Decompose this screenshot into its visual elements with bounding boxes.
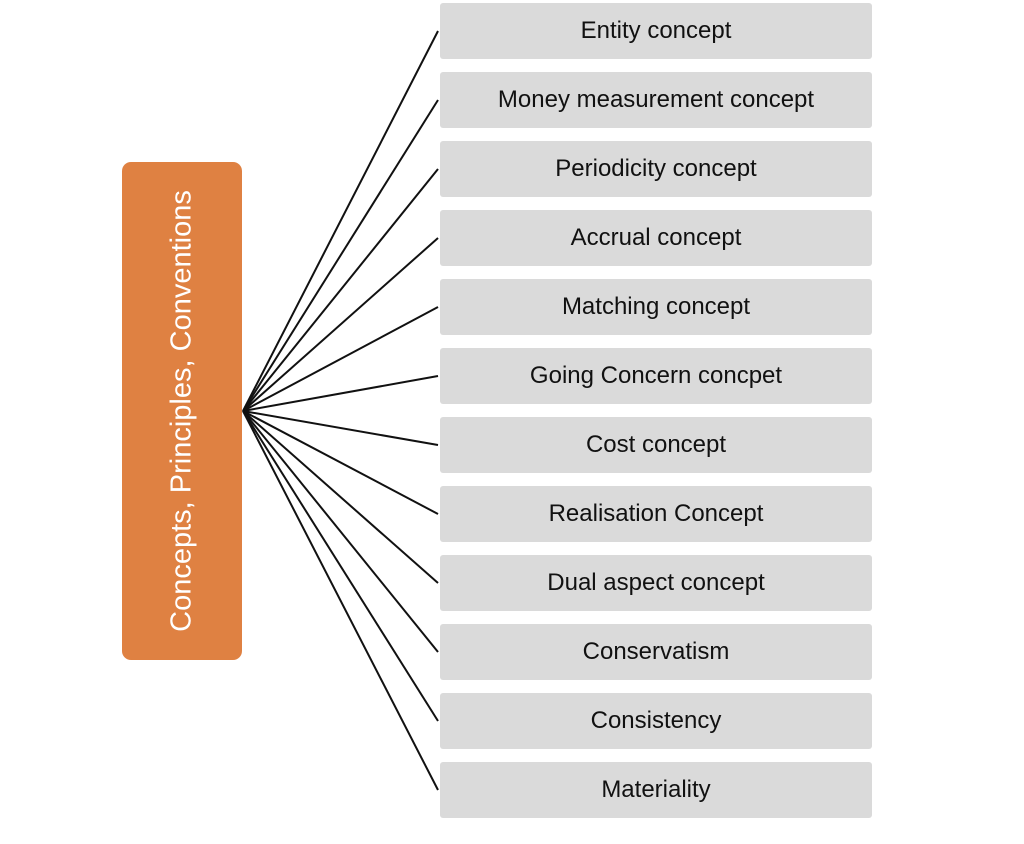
hub-label: Concepts, Principles, Conventions	[165, 190, 198, 632]
concept-item-money-measurement: Money measurement concept	[440, 72, 872, 128]
concept-item-cost: Cost concept	[440, 417, 872, 473]
concept-label: Accrual concept	[570, 224, 742, 251]
hub-box: Concepts, Principles, Conventions	[122, 162, 242, 660]
connector-line-realisation	[242, 410, 439, 515]
concept-label: Dual aspect concept	[547, 569, 765, 596]
connector-line-materiality	[242, 410, 439, 791]
connector-line-entity	[242, 30, 439, 412]
connector-line-conservatism	[242, 410, 439, 653]
concept-item-accrual: Accrual concept	[440, 210, 872, 266]
concept-item-going-concern: Going Concern concpet	[440, 348, 872, 404]
concept-label: Entity concept	[580, 17, 732, 44]
connector-line-consistency	[242, 410, 439, 722]
concept-label: Materiality	[601, 776, 711, 803]
concept-item-matching: Matching concept	[440, 279, 872, 335]
concept-item-dual-aspect: Dual aspect concept	[440, 555, 872, 611]
concept-label: Going Concern concpet	[529, 362, 783, 389]
connector-line-money-measurement	[242, 99, 439, 412]
concept-item-consistency: Consistency	[440, 693, 872, 749]
connector-line-matching	[242, 306, 439, 412]
concept-item-realisation: Realisation Concept	[440, 486, 872, 542]
connector-line-going-concern	[242, 375, 439, 412]
concept-label: Cost concept	[585, 431, 727, 458]
concept-label: Consistency	[590, 707, 722, 734]
concept-label: Money measurement concept	[497, 86, 815, 113]
connector-line-cost	[242, 410, 439, 446]
concept-label: Matching concept	[561, 293, 751, 320]
concept-item-materiality: Materiality	[440, 762, 872, 818]
concept-label: Realisation Concept	[548, 500, 764, 527]
connector-line-accrual	[242, 237, 439, 412]
connector-line-dual-aspect	[242, 410, 439, 584]
concept-item-entity: Entity concept	[440, 3, 872, 59]
concept-label: Periodicity concept	[555, 155, 757, 182]
concept-item-periodicity: Periodicity concept	[440, 141, 872, 197]
connector-line-periodicity	[242, 168, 439, 412]
concept-label: Conservatism	[582, 638, 730, 665]
concept-list: Entity concept Money measurement concept…	[440, 3, 872, 831]
concept-item-conservatism: Conservatism	[440, 624, 872, 680]
